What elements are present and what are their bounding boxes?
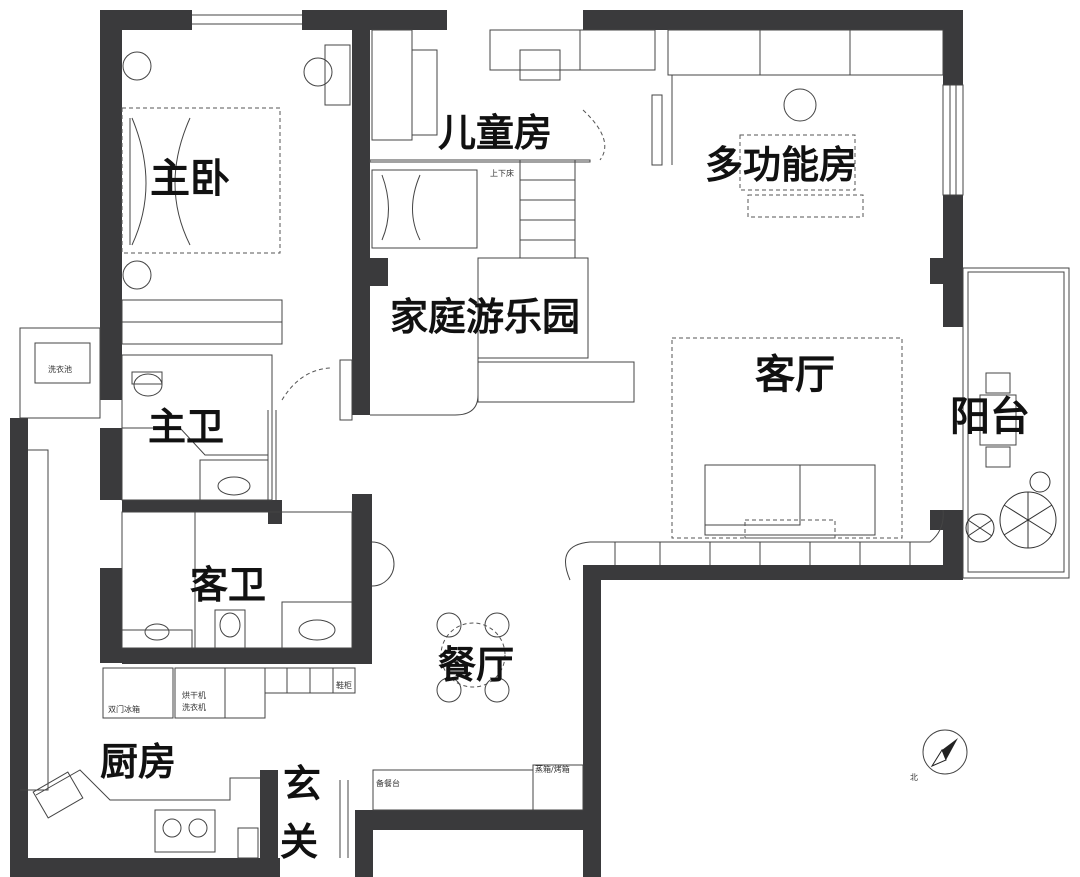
- label-living-room: 客厅: [755, 352, 835, 398]
- fixtures-lines: [19, 14, 1070, 859]
- label-family-play-area: 家庭游乐园: [390, 295, 580, 339]
- label-balcony: 阳台: [950, 394, 1030, 440]
- label-prep-counter: 备餐台: [376, 778, 400, 788]
- label-bunk-bed: 上下床: [490, 168, 514, 178]
- label-kids-room: 儿童房: [438, 111, 552, 155]
- walls: [10, 10, 963, 877]
- label-fridge: 双门冰箱: [108, 704, 140, 714]
- fixture-labels: 上下床 洗衣池 双门冰箱 烘干机 洗衣机 鞋柜 备餐台 蒸箱/烤箱 北: [48, 168, 918, 788]
- label-washer: 洗衣机: [182, 702, 206, 712]
- dining-table: [436, 612, 510, 703]
- label-guest-bath: 客卫: [190, 563, 266, 607]
- label-dining-room: 餐厅: [438, 643, 514, 687]
- label-oven: 蒸箱/烤箱: [535, 764, 570, 774]
- label-laundry-sink: 洗衣池: [48, 364, 72, 374]
- label-foyer-2: 关: [280, 820, 318, 864]
- label-master-bedroom: 主卧: [150, 156, 230, 202]
- label-compass-north: 北: [910, 773, 918, 782]
- label-shoe-cabinet: 鞋柜: [336, 680, 352, 690]
- compass-icon: [922, 729, 968, 775]
- label-master-bath: 主卫: [148, 405, 224, 449]
- room-labels: 主卧 儿童房 多功能房 家庭游乐园 客厅 阳台 主卫 客卫 餐厅 厨房 玄 关: [100, 111, 1030, 864]
- label-foyer-1: 玄: [283, 762, 321, 806]
- label-multi-function-room: 多功能房: [705, 143, 857, 187]
- plant-icon: [965, 471, 1057, 549]
- label-kitchen: 厨房: [100, 740, 176, 784]
- label-dryer: 烘干机: [182, 690, 206, 700]
